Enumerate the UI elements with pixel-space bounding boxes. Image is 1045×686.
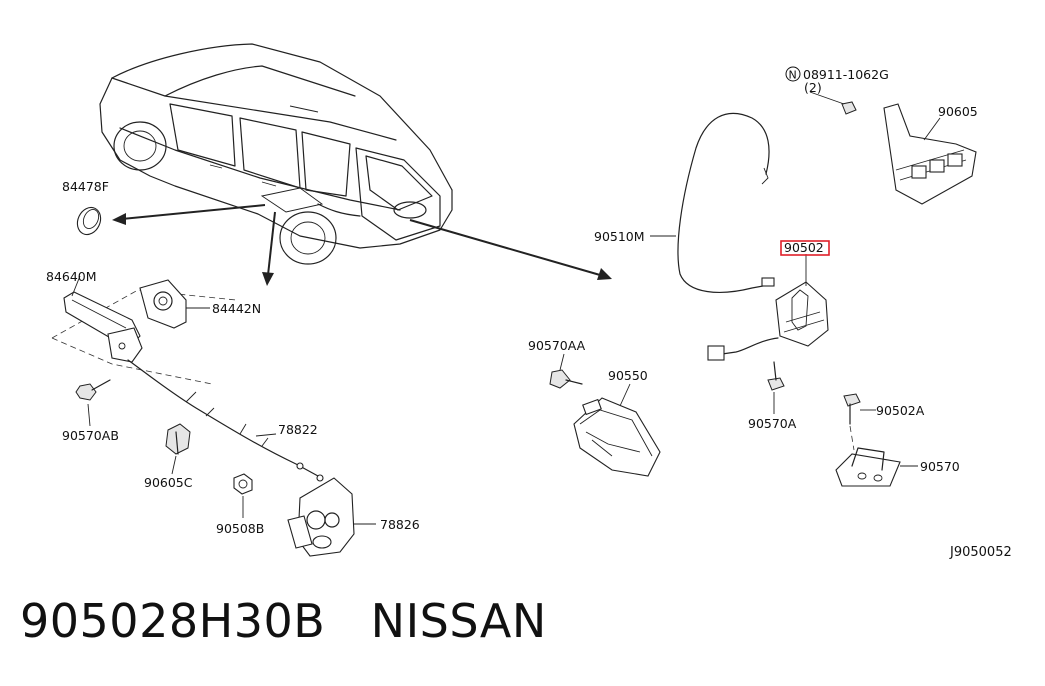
part-labels: 84478F 84640M 84442N 90570AB 90605C 9050… [46,66,1012,560]
caption-brand: NISSAN [370,594,547,648]
label-90605: 90605 [938,104,978,119]
label-78822: 78822 [278,422,318,437]
label-nut-08911: 08911-1062G [803,67,889,82]
leader-lines [71,91,941,525]
label-90570a: 90570A [748,416,797,431]
circled-n-symbol [785,66,801,82]
handle-90605 [841,101,977,205]
clip-90605c [165,423,191,455]
label-90570aa: 90570AA [528,338,586,353]
vehicle-illustration [99,43,453,265]
label-90570ab: 90570AB [62,428,119,443]
label-90605c: 90605C [144,475,193,490]
circled-n-letter: N [789,69,797,82]
label-84442n: 84442N [212,301,261,316]
actuator-90550 [549,369,661,477]
part-caption: 905028H30B NISSAN [20,594,547,648]
opener-assembly [51,279,324,482]
highlight-box-90502 [780,240,830,256]
label-84478f: 84478F [62,179,109,194]
striker-90570 [835,447,901,487]
label-78826: 78826 [380,517,420,532]
label-84640m: 84640M [46,269,97,284]
pointer-arrows [112,204,612,286]
caption-part-number: 905028H30B [20,594,326,648]
label-90550: 90550 [608,368,648,383]
label-90508b: 90508B [216,521,264,536]
label-90502: 90502 [784,240,824,255]
cable-90510m [677,112,775,293]
label-90502a: 90502A [876,403,925,418]
cap-84478f [76,206,102,236]
diagram-id: J9050052 [949,545,1012,560]
fuel-lid-78826 [287,477,355,557]
label-90570: 90570 [920,459,960,474]
label-90510m: 90510M [594,229,645,244]
bolt-90570ab [75,379,111,401]
nut-90508b [233,473,253,495]
label-nut-qty: (2) [804,80,822,95]
bolt-90502a [843,393,861,451]
lock-90502 [707,281,829,391]
